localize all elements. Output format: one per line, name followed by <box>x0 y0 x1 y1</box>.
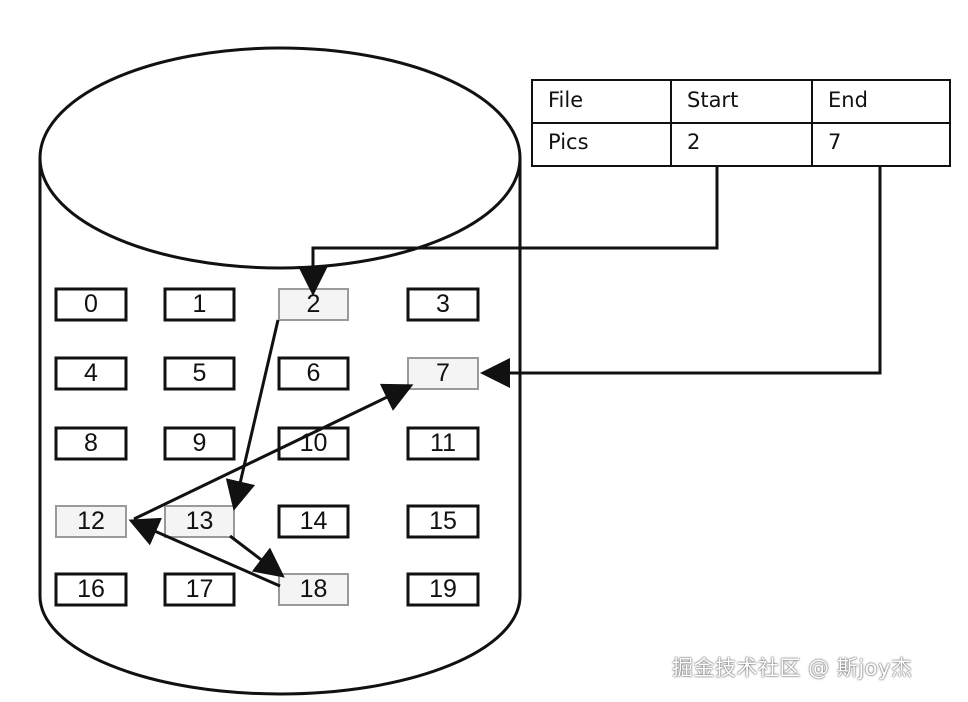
disk-block-9: 9 <box>163 426 236 461</box>
disk-block-13: 13 <box>164 505 235 538</box>
link-arrow-12-to-7 <box>133 383 414 521</box>
disk-block-box <box>406 572 480 607</box>
disk-block-box <box>54 356 128 391</box>
disk-block-box <box>54 287 128 322</box>
disk-block-label: 0 <box>84 290 98 318</box>
disk-block-11: 11 <box>406 426 480 461</box>
table-header-end: End <box>828 88 868 112</box>
disk-block-label: 14 <box>300 507 328 535</box>
disk-block-box <box>164 505 235 538</box>
disk-block-label: 18 <box>300 575 328 603</box>
disk-block-box <box>54 572 128 607</box>
end-pointer-arrow <box>480 166 882 388</box>
disk-block-label: 5 <box>193 359 207 387</box>
disk-block-2: 2 <box>278 288 349 321</box>
disk-block-4: 4 <box>54 356 128 391</box>
table-cell-file-name: Pics <box>548 130 589 154</box>
disk-cylinder <box>38 46 522 696</box>
disk-block-box <box>55 505 127 538</box>
disk-block-box <box>277 356 350 391</box>
disk-block-3: 3 <box>406 287 480 322</box>
disk-block-0: 0 <box>54 287 128 322</box>
disk-block-5: 5 <box>163 356 236 391</box>
disk-block-box <box>407 357 479 390</box>
disk-block-box <box>163 572 236 607</box>
disk-block-label: 12 <box>77 507 105 535</box>
disk-block-label: 3 <box>436 290 450 318</box>
disk-block-box <box>406 287 480 322</box>
disk-block-label: 19 <box>429 575 457 603</box>
disk-block-label: 13 <box>186 507 214 535</box>
disk-block-6: 6 <box>277 356 350 391</box>
disk-block-label: 16 <box>77 575 105 603</box>
file-allocation-table: File Start End Pics 2 7 <box>531 79 951 167</box>
disk-block-label: 1 <box>193 290 207 318</box>
disk-block-17: 17 <box>163 572 236 607</box>
disk-block-label: 15 <box>429 507 457 535</box>
table-cell-end-block: 7 <box>828 130 841 154</box>
watermark: 掘金技术社区 @ 斯joy杰 <box>672 656 913 680</box>
disk-block-label: 6 <box>307 359 321 387</box>
table-cell-start-block: 2 <box>687 130 700 154</box>
disk-block-label: 11 <box>430 429 456 457</box>
start-pointer-arrow <box>298 166 719 296</box>
disk-block-18: 18 <box>278 573 349 606</box>
disk-block-box <box>406 504 480 539</box>
disk-block-box <box>163 426 236 461</box>
block-chain <box>128 319 414 588</box>
disk-block-box <box>277 504 350 539</box>
cylinder-top <box>38 46 522 270</box>
disk-block-1: 1 <box>163 287 236 322</box>
disk-block-box <box>406 426 480 461</box>
disk-block-box <box>163 356 236 391</box>
disk-block-8: 8 <box>54 426 128 461</box>
disk-block-box <box>278 573 349 606</box>
cylinder-body <box>38 158 522 696</box>
link-arrow-13-to-18 <box>229 534 285 578</box>
disk-block-label: 9 <box>193 429 207 457</box>
table-pointers <box>298 166 882 388</box>
disk-block-label: 17 <box>186 575 214 603</box>
disk-block-19: 19 <box>406 572 480 607</box>
table-header-start: Start <box>687 88 738 112</box>
disk-block-16: 16 <box>54 572 128 607</box>
disk-block-label: 2 <box>307 290 321 318</box>
disk-block-15: 15 <box>406 504 480 539</box>
disk-block-label: 4 <box>84 359 98 387</box>
disk-block-12: 12 <box>55 505 127 538</box>
link-arrow-18-to-12 <box>128 517 281 588</box>
disk-block-label: 7 <box>436 359 450 387</box>
disk-block-14: 14 <box>277 504 350 539</box>
table-header-file: File <box>548 88 583 112</box>
disk-block-label: 8 <box>84 429 98 457</box>
disk-block-box <box>54 426 128 461</box>
link-arrow-2-to-13 <box>225 319 280 511</box>
disk-block-7: 7 <box>407 357 479 390</box>
disk-block-box <box>163 287 236 322</box>
